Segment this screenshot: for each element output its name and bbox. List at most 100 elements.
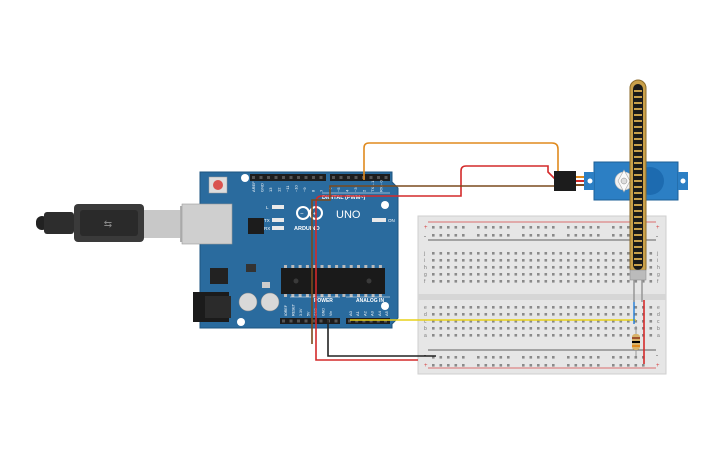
- terminal-hole[interactable]: [469, 306, 473, 309]
- rail-hole[interactable]: [507, 356, 510, 359]
- terminal-hole[interactable]: [544, 334, 548, 337]
- terminal-hole[interactable]: [604, 320, 608, 323]
- header-pin[interactable]: [304, 176, 308, 179]
- rail-hole[interactable]: [492, 234, 495, 237]
- header-pin[interactable]: [267, 176, 270, 179]
- terminal-hole[interactable]: [604, 334, 608, 337]
- terminal-hole[interactable]: [462, 306, 465, 309]
- terminal-hole[interactable]: [582, 273, 585, 276]
- terminal-hole[interactable]: [507, 280, 510, 283]
- terminal-hole[interactable]: [552, 280, 555, 283]
- rail-hole[interactable]: [589, 364, 593, 367]
- rail-hole[interactable]: [612, 364, 615, 367]
- rail-hole[interactable]: [522, 364, 525, 367]
- terminal-hole[interactable]: [619, 280, 623, 283]
- terminal-hole[interactable]: [454, 313, 458, 316]
- terminal-hole[interactable]: [492, 280, 495, 283]
- rail-hole[interactable]: [447, 356, 450, 359]
- terminal-hole[interactable]: [582, 266, 585, 269]
- terminal-hole[interactable]: [462, 320, 465, 323]
- header-pin[interactable]: [355, 319, 359, 323]
- terminal-hole[interactable]: [522, 266, 525, 269]
- terminal-hole[interactable]: [597, 327, 600, 330]
- terminal-hole[interactable]: [477, 252, 480, 255]
- terminal-hole[interactable]: [582, 306, 585, 309]
- rail-hole[interactable]: [612, 356, 615, 359]
- terminal-hole[interactable]: [439, 306, 443, 309]
- rail-hole[interactable]: [499, 364, 503, 367]
- terminal-hole[interactable]: [552, 252, 555, 255]
- rail-hole[interactable]: [522, 356, 525, 359]
- rail-hole[interactable]: [447, 226, 450, 229]
- terminal-hole[interactable]: [619, 252, 623, 255]
- terminal-hole[interactable]: [477, 320, 480, 323]
- terminal-hole[interactable]: [574, 313, 578, 316]
- terminal-hole[interactable]: [484, 327, 488, 330]
- rail-hole[interactable]: [574, 364, 578, 367]
- terminal-hole[interactable]: [537, 313, 540, 316]
- rail-hole[interactable]: [462, 226, 465, 229]
- rail-hole[interactable]: [582, 364, 585, 367]
- servo-motor-icon[interactable]: [554, 161, 688, 201]
- rail-hole[interactable]: [499, 226, 503, 229]
- header-pin[interactable]: [319, 319, 323, 323]
- terminal-hole[interactable]: [649, 313, 653, 316]
- terminal-hole[interactable]: [454, 320, 458, 323]
- rail-hole[interactable]: [439, 226, 443, 229]
- rail-hole[interactable]: [484, 234, 488, 237]
- terminal-hole[interactable]: [597, 273, 600, 276]
- terminal-hole[interactable]: [484, 252, 488, 255]
- terminal-hole[interactable]: [589, 252, 593, 255]
- terminal-hole[interactable]: [552, 313, 555, 316]
- rail-hole[interactable]: [462, 234, 465, 237]
- terminal-hole[interactable]: [559, 334, 563, 337]
- rail-hole[interactable]: [492, 356, 495, 359]
- terminal-hole[interactable]: [612, 280, 615, 283]
- terminal-hole[interactable]: [492, 327, 495, 330]
- terminal-hole[interactable]: [642, 280, 645, 283]
- rail-hole[interactable]: [597, 356, 600, 359]
- terminal-hole[interactable]: [627, 313, 630, 316]
- terminal-hole[interactable]: [589, 313, 593, 316]
- terminal-hole[interactable]: [567, 320, 570, 323]
- terminal-hole[interactable]: [477, 273, 480, 276]
- rail-hole[interactable]: [529, 234, 533, 237]
- terminal-hole[interactable]: [559, 252, 563, 255]
- terminal-hole[interactable]: [447, 320, 450, 323]
- terminal-hole[interactable]: [499, 273, 503, 276]
- rail-hole[interactable]: [612, 234, 615, 237]
- terminal-hole[interactable]: [454, 306, 458, 309]
- header-pin[interactable]: [347, 176, 350, 179]
- rail-hole[interactable]: [552, 226, 555, 229]
- terminal-hole[interactable]: [552, 306, 555, 309]
- terminal-hole[interactable]: [439, 280, 443, 283]
- rail-hole[interactable]: [537, 364, 540, 367]
- terminal-hole[interactable]: [499, 320, 503, 323]
- terminal-hole[interactable]: [619, 320, 623, 323]
- terminal-hole[interactable]: [529, 306, 533, 309]
- terminal-hole[interactable]: [492, 252, 495, 255]
- terminal-hole[interactable]: [484, 266, 488, 269]
- rail-hole[interactable]: [574, 356, 578, 359]
- terminal-hole[interactable]: [552, 266, 555, 269]
- header-pin[interactable]: [274, 176, 278, 179]
- terminal-hole[interactable]: [432, 334, 435, 337]
- terminal-hole[interactable]: [612, 334, 615, 337]
- terminal-hole[interactable]: [597, 313, 600, 316]
- terminal-hole[interactable]: [522, 327, 525, 330]
- rail-hole[interactable]: [454, 226, 458, 229]
- rail-hole[interactable]: [477, 364, 480, 367]
- terminal-hole[interactable]: [462, 273, 465, 276]
- flex-sensor-icon[interactable]: [629, 79, 647, 302]
- header-pin[interactable]: [319, 176, 323, 179]
- terminal-hole[interactable]: [544, 259, 548, 262]
- terminal-hole[interactable]: [567, 313, 570, 316]
- terminal-hole[interactable]: [649, 327, 653, 330]
- terminal-hole[interactable]: [529, 273, 533, 276]
- terminal-hole[interactable]: [469, 334, 473, 337]
- terminal-hole[interactable]: [477, 266, 480, 269]
- terminal-hole[interactable]: [492, 313, 495, 316]
- terminal-hole[interactable]: [537, 306, 540, 309]
- terminal-hole[interactable]: [432, 320, 435, 323]
